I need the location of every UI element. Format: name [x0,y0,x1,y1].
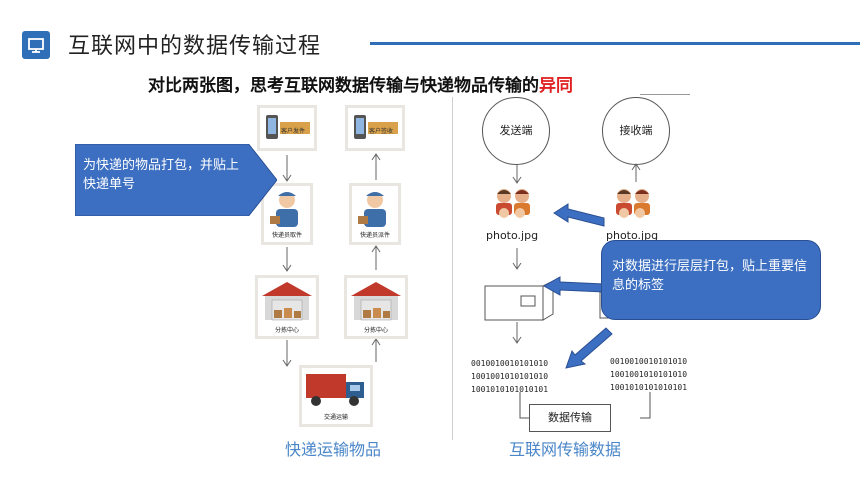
callout-arrows [542,203,613,369]
people-icon [616,189,650,218]
internet-flow-arrows [512,163,641,344]
customer-receive-card: 客户签收 [348,108,402,148]
customer-send-label: 客户发件 [280,128,305,135]
internet-caption: 互联网传输数据 [509,440,622,459]
internet-callout: 对数据进行层层打包，贴上重要信息的标签 [601,240,821,320]
data-transfer-box: 数据传输 [529,404,611,432]
warehouse-icon [351,282,401,321]
transfer-connector [519,392,651,419]
customer-send-card: 客户发件 [260,108,314,148]
subtitle-main: 对比两张图，思考互联网数据传输与快递物品传输的 [148,76,539,96]
courier-icon [358,192,386,227]
express-flow-arrows [282,153,381,367]
sender-node: 发送端 [482,97,550,165]
smartphone-icon [354,115,398,139]
truck-card: 交通运输 [302,368,370,424]
express-callout: 为快递的物品打包，并贴上快递单号 [75,144,277,216]
sort-center-1-label: 分拣中心 [274,327,299,334]
photo-label-left: photo.jpg [486,229,539,242]
courier-pickup-card: 快递员取件 [264,186,310,242]
sort-center-2-label: 分拣中心 [363,327,388,334]
sort-center-2-card: 分拣中心 [347,278,405,336]
title-divider [370,42,860,45]
sort-center-1-card: 分拣中心 [258,278,316,336]
people-icon [496,189,530,218]
page-title: 互联网中的数据传输过程 [68,34,322,59]
binary-data-left: 0010010010101010 1001001010101010 100101… [471,359,549,394]
smartphone-icon [266,115,310,139]
diagram-divider [452,97,453,440]
express-callout-text: 为快递的物品打包，并贴上快递单号 [83,158,240,192]
courier-deliver-card: 快递员派件 [352,186,398,242]
express-diagram: 客户发件 客户签收 快递员取件 快递员派件 [250,100,450,440]
subtitle-highlight: 异同 [539,76,573,96]
courier-pickup-label: 快递员取件 [271,232,302,239]
arrow-callout-shape [75,144,277,216]
subtitle-underline [640,94,690,95]
courier-icon [270,192,298,227]
express-caption: 快递运输物品 [285,440,382,459]
truck-icon [306,374,364,406]
people-group-left [490,186,536,222]
customer-receive-label: 客户签收 [368,128,393,135]
package-box-icon [484,280,554,321]
binary-data-right: 0010010010101010 1001001010101010 100101… [610,357,688,392]
subtitle: 对比两张图，思考互联网数据传输与快递物品传输的异同 [148,71,573,96]
warehouse-icon [262,282,312,321]
receiver-node: 接收端 [602,97,670,165]
data-package-left [483,280,555,322]
photo-label-right: photo.jpg [606,229,659,242]
truck-label: 交通运输 [323,414,348,421]
people-group-right [610,186,656,222]
courier-deliver-label: 快递员派件 [359,232,390,239]
presentation-icon [22,31,50,59]
